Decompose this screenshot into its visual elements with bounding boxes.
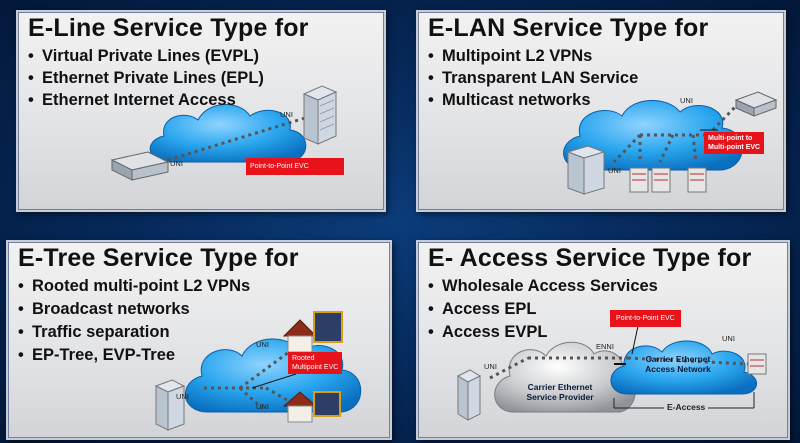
evc-label-box: Point-to-Point EVC (246, 158, 344, 175)
uni-label: UNI (280, 110, 293, 119)
bullet-list: Virtual Private Lines (EVPL) Ethernet Pr… (28, 45, 264, 111)
server-icon (456, 369, 482, 421)
evc-label-line: Multi-point to (708, 135, 753, 142)
cloud-label-line: Carrier Ethernet (527, 382, 593, 392)
cloud-label-line: Service Provider (526, 392, 594, 402)
eline-panel: E-Line Service Type for Virtual Private … (16, 10, 386, 212)
bullet-list: Multipoint L2 VPNs Transparent LAN Servi… (428, 45, 638, 111)
list-item: Ethernet Internet Access (28, 89, 264, 111)
page-title: E-Tree Service Type for (18, 244, 299, 272)
list-item: Virtual Private Lines (EVPL) (28, 45, 264, 67)
uni-label: UNI (680, 96, 693, 105)
building-icon (302, 85, 338, 145)
enni-label: ENNI (596, 342, 614, 351)
list-item: Ethernet Private Lines (EPL) (28, 67, 264, 89)
uni-label: UNI (256, 402, 269, 411)
server-icon (651, 167, 671, 193)
page-title: E- Access Service Type for (428, 244, 752, 272)
building-icon (566, 145, 606, 195)
evc-label-line: Multi-point EVC (708, 144, 761, 151)
router-icon (110, 151, 170, 181)
list-item: Rooted multi-point L2 VPNs (18, 275, 250, 298)
server-icon (747, 353, 767, 375)
elan-panel: E-LAN Service Type for Multipoint L2 VPN… (416, 10, 786, 212)
list-item: EP-Tree, EVP-Tree (18, 344, 250, 367)
eaccess-diagram (456, 325, 767, 421)
evc-label-box: Point-to-Point EVC (610, 310, 681, 327)
server-icon (154, 379, 186, 431)
list-item: Multicast networks (428, 89, 638, 111)
list-item: Access EPL (428, 298, 658, 321)
uni-label: UNI (722, 334, 735, 343)
list-item: Transparent LAN Service (428, 67, 638, 89)
uni-label: UNI (170, 159, 183, 168)
bullet-list: Rooted multi-point L2 VPNs Broadcast net… (18, 275, 250, 367)
evc-label-line: Multipoint EVC (292, 364, 339, 371)
server-icon (629, 167, 649, 193)
cloud-label: Carrier Ethernet Service Provider (512, 382, 608, 402)
house-icon (282, 391, 341, 423)
eline-diagram (110, 85, 338, 181)
eaccess-label: E-Access (664, 402, 709, 412)
evc-label-box: Rooted Multipoint EVC (288, 352, 343, 374)
bullet-list: Wholesale Access Services Access EPL Acc… (428, 275, 658, 344)
uni-label: UNI (176, 392, 189, 401)
uni-label: UNI (256, 340, 269, 349)
uni-label: UNI (608, 166, 621, 175)
evc-label-line: Rooted (292, 355, 315, 362)
uni-label: UNI (484, 362, 497, 371)
house-icon (282, 311, 343, 353)
router-icon (734, 91, 778, 117)
list-item: Wholesale Access Services (428, 275, 658, 298)
eaccess-panel: E- Access Service Type for Wholesale Acc… (416, 240, 790, 440)
page-title: E-LAN Service Type for (428, 14, 709, 42)
evc-label-box: Multi-point to Multi-point EVC (704, 132, 765, 154)
list-item: Access EVPL (428, 321, 658, 344)
cloud-label-line: Access Network (645, 364, 711, 374)
cloud-label-line: Carrier Ethernet (645, 354, 711, 364)
etree-panel: E-Tree Service Type for Rooted multi-poi… (6, 240, 392, 440)
page-title: E-Line Service Type for (28, 14, 309, 42)
list-item: Traffic separation (18, 321, 250, 344)
list-item: Broadcast networks (18, 298, 250, 321)
server-icon (687, 167, 707, 193)
cloud-label: Carrier Ethernet Access Network (628, 354, 728, 374)
list-item: Multipoint L2 VPNs (428, 45, 638, 67)
